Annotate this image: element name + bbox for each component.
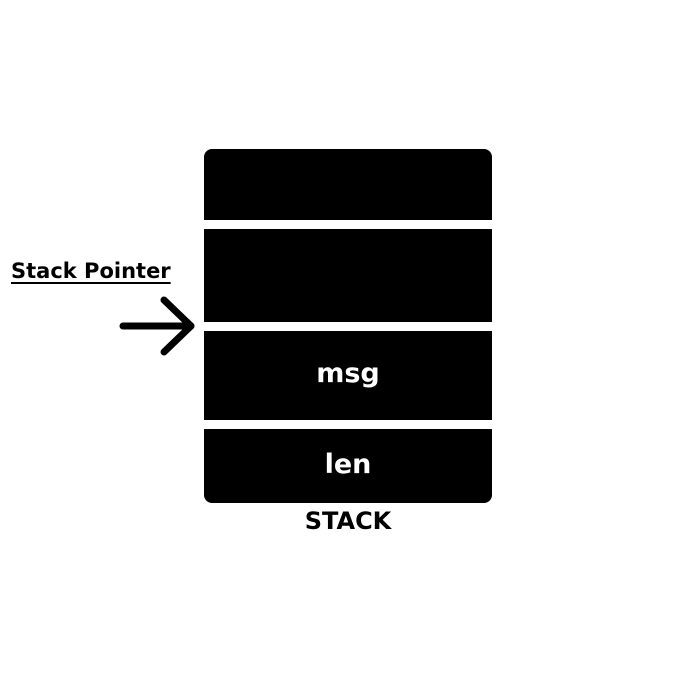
arrow-right-icon: [119, 296, 195, 356]
stack-slot-label: len: [324, 448, 372, 480]
stack-slot-top: [204, 149, 492, 220]
stack-pointer-label: Stack Pointer: [11, 259, 171, 283]
stack-slot-label: msg: [316, 358, 380, 389]
stack-slot-msg: msg: [204, 331, 492, 420]
stack-slot-len: len: [204, 429, 492, 503]
stack-slot-second: [204, 229, 492, 322]
stack: msg len: [204, 149, 492, 503]
stack-caption: STACK: [304, 507, 392, 535]
